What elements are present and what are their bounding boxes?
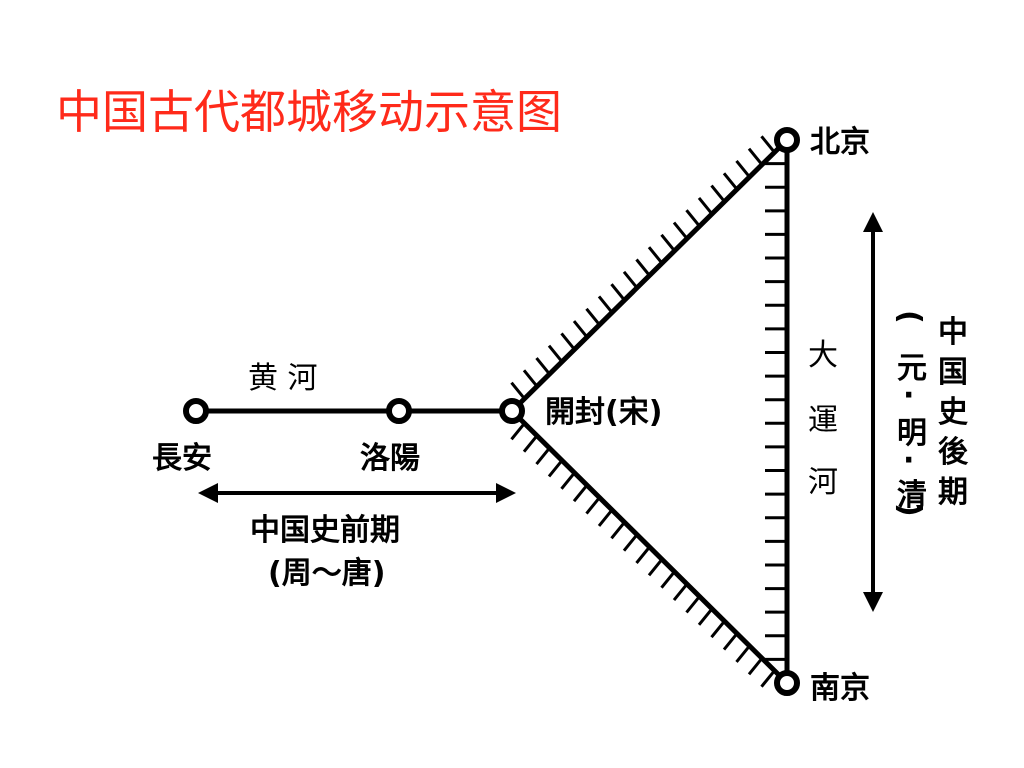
early-period-name: 中国史前期 xyxy=(250,513,400,548)
hatch-mark xyxy=(747,657,764,676)
late-period-name-2: 国 xyxy=(938,355,968,390)
city-label-nanjing: 南京 xyxy=(810,671,870,706)
kaifeng-beijing-line xyxy=(510,138,789,413)
city-marker-changan xyxy=(183,398,209,424)
hatch-mark xyxy=(547,459,564,478)
hatch-mark xyxy=(672,583,689,602)
late-period-name-5: 期 xyxy=(938,475,968,510)
grand-canal-label-2: 運 xyxy=(808,403,838,438)
yellow-river-label: 黄 河 xyxy=(248,361,318,396)
hatch-mark xyxy=(622,270,639,289)
hatch-mark xyxy=(522,369,539,388)
grand-canal-label-3: 河 xyxy=(808,465,838,500)
hatch-mark xyxy=(547,344,564,363)
hatch-mark xyxy=(635,258,651,277)
hatch-mark xyxy=(610,283,626,302)
hatch-mark xyxy=(510,422,526,441)
hatch-mark xyxy=(560,332,576,351)
hatch-mark xyxy=(660,570,676,589)
hatch-mark xyxy=(635,546,651,564)
hatch-mark xyxy=(535,357,551,375)
city-label-beijing: 北京 xyxy=(810,125,870,160)
hatch-marks xyxy=(510,135,787,688)
hatch-mark xyxy=(710,620,726,639)
late-period-range-6: 清 xyxy=(897,478,927,513)
late-period-range-5: · xyxy=(903,443,914,478)
city-marker-kaifeng xyxy=(499,398,525,424)
hatch-mark xyxy=(610,521,626,540)
city-label-changan: 長安 xyxy=(152,441,212,476)
hatch-mark xyxy=(722,172,739,191)
hatch-mark xyxy=(685,209,701,228)
grand-canal-label-1: 大 xyxy=(808,338,838,373)
hatch-mark xyxy=(735,644,751,663)
hatch-mark xyxy=(710,184,726,203)
hatch-mark xyxy=(560,471,576,490)
hatch-mark xyxy=(647,558,664,577)
early-period-range: (周～唐) xyxy=(268,556,385,591)
hatch-mark xyxy=(522,434,539,453)
hatch-mark xyxy=(572,320,589,339)
hatch-mark xyxy=(585,307,601,326)
late-period-range-7: ) xyxy=(892,503,927,517)
late-period-range-4: 明 xyxy=(897,416,927,451)
hatch-mark xyxy=(597,508,614,527)
page-title: 中国古代都城移动示意图 xyxy=(56,85,562,139)
late-period-name-1: 中 xyxy=(938,315,968,350)
hatch-mark xyxy=(647,246,664,265)
city-marker-beijing xyxy=(774,127,800,153)
hatch-mark xyxy=(747,147,764,166)
late-period-name-4: 後 xyxy=(938,435,969,470)
hatch-mark xyxy=(510,381,526,400)
hatch-mark xyxy=(622,533,639,552)
hatch-mark xyxy=(760,135,776,154)
hatch-mark xyxy=(660,233,676,252)
late-period-range-3: · xyxy=(903,378,914,413)
hatch-mark xyxy=(597,295,614,314)
city-marker-nanjing xyxy=(774,670,800,696)
hatch-mark xyxy=(685,595,701,614)
hatch-mark xyxy=(722,632,739,651)
late-period-name-3: 史 xyxy=(938,395,968,430)
hatch-mark xyxy=(697,196,714,215)
hatch-mark xyxy=(585,496,601,515)
late-period-range-2: 元 xyxy=(897,351,927,386)
hatch-mark xyxy=(735,160,751,178)
city-marker-luoyang xyxy=(386,398,412,424)
city-label-kaifeng: 開封(宋) xyxy=(545,395,662,430)
hatch-mark xyxy=(572,484,589,503)
late-period-range-1: ( xyxy=(892,310,927,324)
hatch-mark xyxy=(672,221,689,240)
hatch-mark xyxy=(760,669,776,688)
city-label-luoyang: 洛陽 xyxy=(360,441,420,476)
kaifeng-nanjing-line xyxy=(510,409,789,685)
hatch-mark xyxy=(535,447,551,466)
hatch-mark xyxy=(697,607,714,626)
